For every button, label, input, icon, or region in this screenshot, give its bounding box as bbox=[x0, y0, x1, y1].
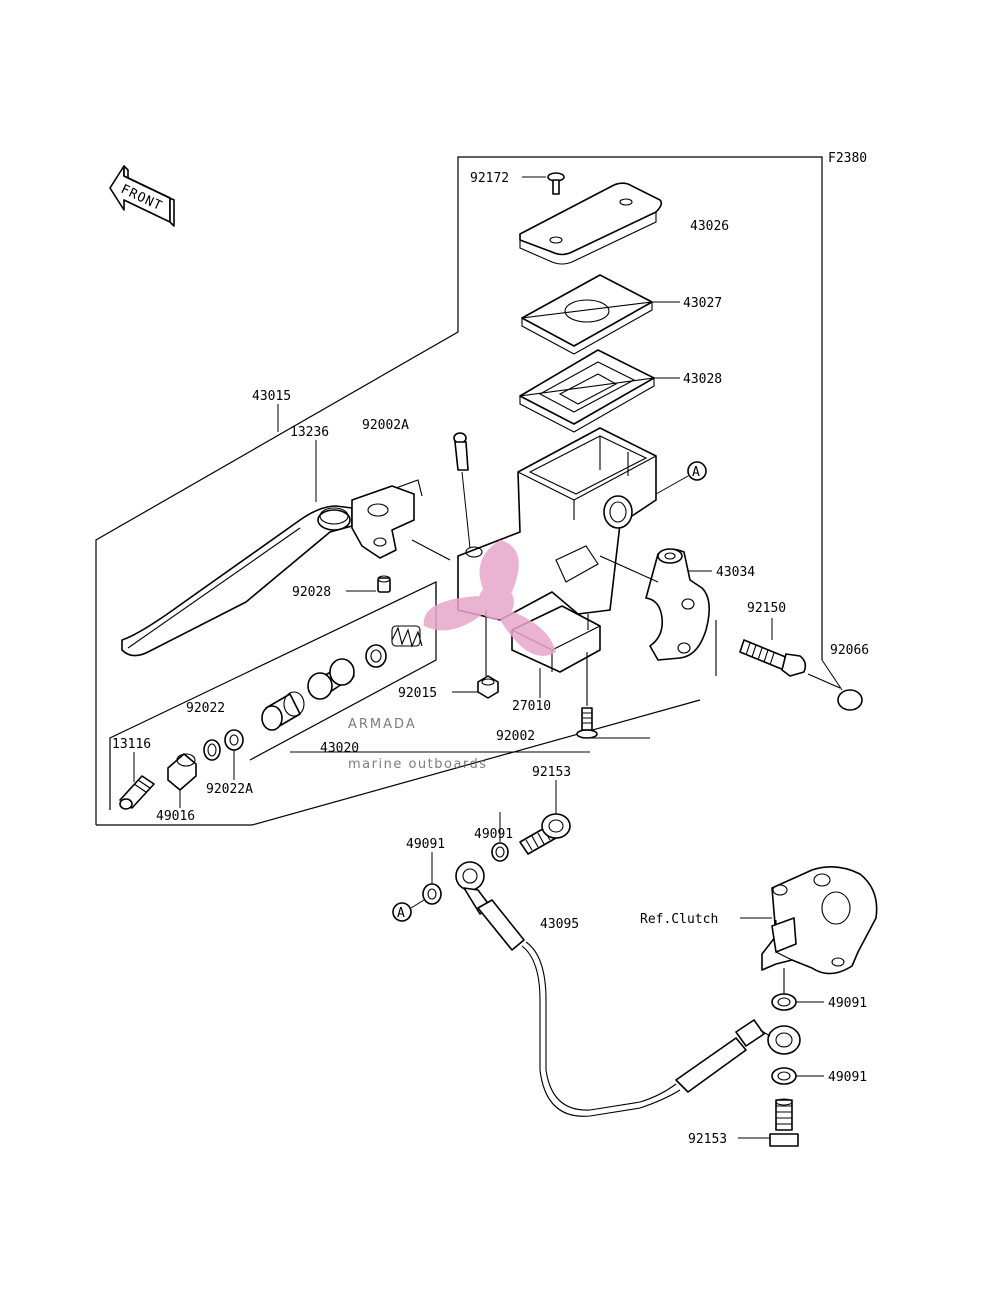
label-13236: 13236 bbox=[290, 425, 329, 440]
propeller-logo-icon bbox=[423, 540, 556, 656]
marker-a-upper: A bbox=[687, 461, 707, 481]
label-43027: 43027 bbox=[683, 296, 722, 311]
label-92022: 92022 bbox=[186, 701, 225, 716]
diaphragm-plate-43027 bbox=[521, 274, 653, 355]
label-27010: 27010 bbox=[512, 699, 551, 714]
label-43034: 43034 bbox=[716, 565, 755, 580]
banjo-bolt-92153-upper bbox=[519, 813, 571, 855]
banjo-bolt-92153-lower bbox=[769, 1098, 799, 1147]
label-43020: 43020 bbox=[320, 741, 359, 756]
label-49091-b: 49091 bbox=[406, 837, 445, 852]
label-92015: 92015 bbox=[398, 686, 437, 701]
nut-92015 bbox=[477, 675, 499, 699]
label-43028: 43028 bbox=[683, 372, 722, 387]
cup-seal bbox=[365, 644, 387, 668]
washer-49091-a bbox=[491, 842, 509, 862]
bleeder-92002A bbox=[453, 432, 469, 471]
hose-banjo-upper bbox=[455, 861, 525, 951]
label-92066: 92066 bbox=[830, 643, 869, 658]
clutch-hose-43095 bbox=[521, 945, 681, 1117]
assembly-frame-lower bbox=[96, 699, 701, 826]
label-43015: 43015 bbox=[252, 389, 291, 404]
label-92002: 92002 bbox=[496, 729, 535, 744]
label-92022A: 92022A bbox=[206, 782, 253, 797]
svg-text:A: A bbox=[692, 465, 700, 480]
piston bbox=[307, 658, 355, 700]
clamp-43034 bbox=[645, 548, 710, 661]
front-arrow-icon: FRONT bbox=[109, 165, 175, 227]
bolt-92150 bbox=[739, 639, 807, 677]
watermark-tagline: marine outboards bbox=[348, 757, 488, 772]
boot-49016 bbox=[167, 753, 197, 791]
washer-49091-b bbox=[422, 883, 442, 905]
label-92153-lower: 92153 bbox=[688, 1132, 727, 1147]
label-92153-upper: 92153 bbox=[532, 765, 571, 780]
ring-92022A bbox=[224, 729, 244, 751]
ring-92022 bbox=[203, 739, 221, 761]
assembly-frame-43015 bbox=[95, 156, 823, 825]
washer-49091-c bbox=[771, 993, 797, 1011]
label-92002A: 92002A bbox=[362, 418, 409, 433]
clutch-slave-cylinder bbox=[761, 866, 878, 975]
label-13116: 13116 bbox=[112, 737, 151, 752]
hose-banjo-lower bbox=[675, 1019, 801, 1093]
screw-92172 bbox=[547, 172, 565, 195]
label-92172: 92172 bbox=[470, 171, 509, 186]
diaphragm-43028 bbox=[519, 349, 655, 433]
label-49091-c: 49091 bbox=[828, 996, 867, 1011]
lever-13236 bbox=[121, 479, 423, 657]
svg-text:A: A bbox=[397, 906, 405, 921]
watermark-brand: ARMADA bbox=[348, 717, 417, 732]
piston-sleeve bbox=[261, 691, 305, 731]
watermark: ARMADA marine outboards bbox=[348, 540, 556, 772]
label-92150: 92150 bbox=[747, 601, 786, 616]
pushrod-13116 bbox=[119, 775, 155, 810]
label-49091-a: 49091 bbox=[474, 827, 513, 842]
label-49091-d: 49091 bbox=[828, 1070, 867, 1085]
cap-92066 bbox=[837, 689, 863, 711]
label-49016: 49016 bbox=[156, 809, 195, 824]
washer-49091-d bbox=[771, 1067, 797, 1085]
screw-92002 bbox=[576, 707, 598, 739]
label-43095: 43095 bbox=[540, 917, 579, 932]
label-92028: 92028 bbox=[292, 585, 331, 600]
collar-92028 bbox=[377, 575, 391, 593]
label-43026: 43026 bbox=[690, 219, 729, 234]
reservoir-cap-43026 bbox=[519, 182, 663, 265]
figure-id: F2380 bbox=[828, 151, 867, 166]
spring bbox=[391, 625, 423, 648]
assembly-frame-43020 bbox=[109, 581, 437, 810]
label-ref-clutch: Ref.Clutch bbox=[640, 912, 718, 927]
marker-a-lower: A bbox=[392, 902, 412, 922]
